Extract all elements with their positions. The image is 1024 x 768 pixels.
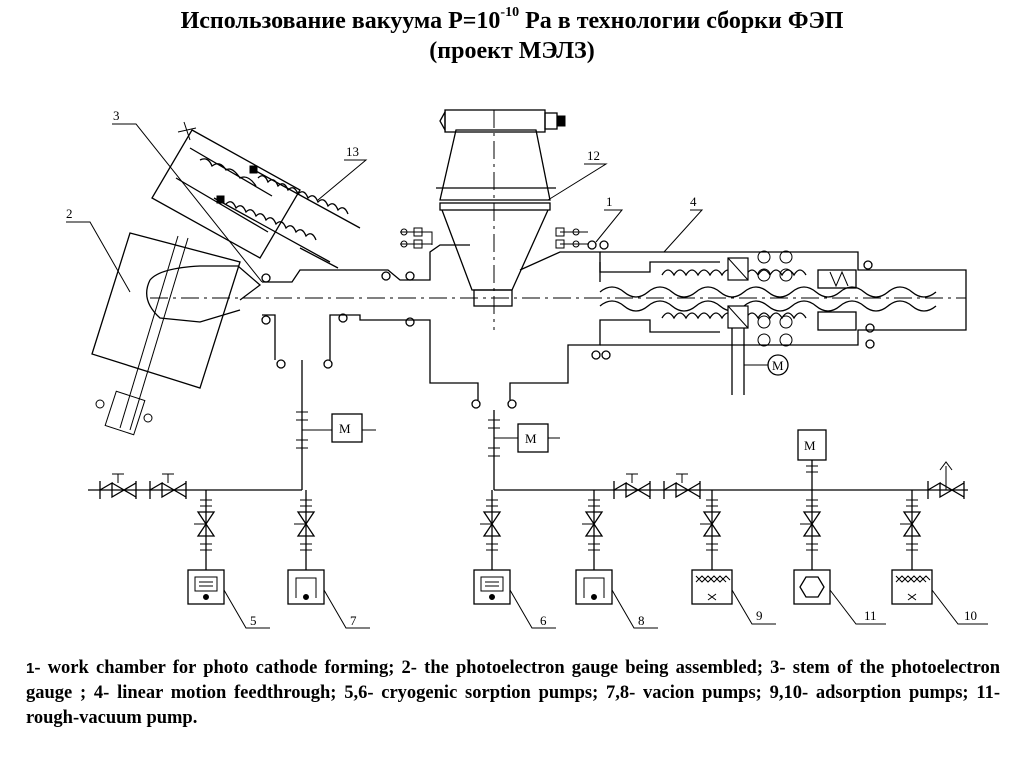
label-10: 10	[964, 608, 977, 623]
pump-9	[691, 569, 733, 605]
label-12: 12	[587, 148, 600, 163]
pump-5	[187, 569, 225, 605]
slide-title: Использование вакуума P=10-10 Pa в техно…	[0, 6, 1024, 66]
motor-label-left: M	[339, 421, 351, 436]
label-4: 4	[690, 194, 697, 209]
pump-7	[287, 569, 325, 605]
caption-text: - work chamber for photo cathode forming…	[26, 658, 1000, 728]
leader-lines	[66, 123, 988, 629]
label-1: 1	[606, 194, 613, 209]
pump-11	[793, 569, 831, 605]
pump-8	[575, 569, 613, 605]
label-11: 11	[864, 608, 877, 623]
pumping-manifold: M M	[88, 360, 968, 570]
linear-motion-feedthrough-4: M	[599, 250, 967, 395]
branch-7	[294, 490, 316, 570]
label-2: 2	[66, 206, 73, 221]
branch-8	[582, 490, 604, 570]
title-line-2: (проект МЭЛЗ)	[429, 38, 595, 64]
motor-label-feedthrough: M	[772, 358, 784, 373]
stem-feedthrough-13	[151, 121, 361, 269]
branch-11: M	[797, 429, 827, 570]
label-9: 9	[756, 608, 763, 623]
work-chamber-1	[262, 109, 601, 400]
label-3: 3	[113, 108, 120, 123]
motor-label-right: M	[804, 438, 816, 453]
vacuum-system-schematic: M M M	[66, 108, 988, 629]
caption-number: 1	[26, 660, 35, 677]
figure-caption: 1- work chamber for photo cathode formin…	[26, 656, 1000, 731]
branch-10	[900, 490, 922, 570]
pump-6	[473, 569, 511, 605]
motor-label-center: M	[525, 431, 537, 446]
branch-9	[700, 490, 722, 570]
label-5: 5	[250, 613, 257, 628]
pump-10	[891, 569, 933, 605]
title-line-1: Использование вакуума P=10-10 Pa в техно…	[180, 5, 844, 35]
flange-seals	[261, 240, 875, 409]
label-13: 13	[346, 144, 359, 159]
gauge-chamber-2	[91, 232, 262, 436]
label-6: 6	[540, 613, 547, 628]
label-7: 7	[350, 613, 357, 628]
branch-6	[480, 490, 502, 570]
branch-5	[194, 490, 216, 570]
component-labels: 3 2 13 12 1 4 5 7 6 8 9 11 10	[66, 108, 977, 628]
label-8: 8	[638, 613, 645, 628]
